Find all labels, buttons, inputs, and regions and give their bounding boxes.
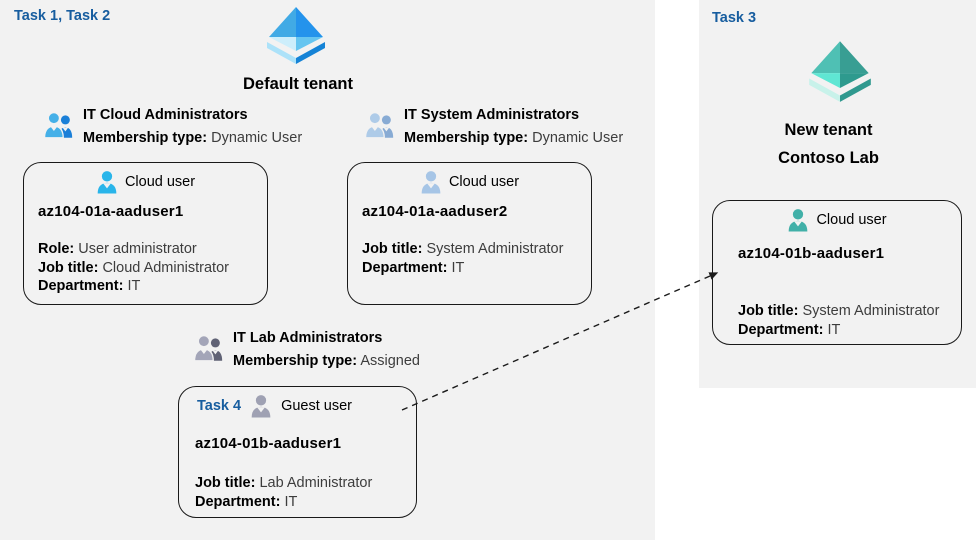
user-card-aaduser1: Cloud user az104-01a-aaduser1 Role: User… bbox=[23, 162, 268, 305]
user-name: az104-01a-aaduser1 bbox=[38, 203, 184, 220]
user-type-header: Cloud user bbox=[24, 170, 267, 194]
group-membership: Membership type: Assigned bbox=[233, 353, 420, 369]
user-type-label: Guest user bbox=[281, 398, 352, 414]
new-tenant-title-line1: New tenant bbox=[784, 121, 873, 139]
guest-user-card: Task 4 Guest user az104-01b-aaduser1 Job… bbox=[178, 386, 417, 518]
task-3-label: Task 3 bbox=[712, 10, 757, 26]
group-membership: Membership type: Dynamic User bbox=[83, 130, 303, 146]
user-type-header: Cloud user bbox=[713, 208, 961, 232]
group-icon bbox=[364, 111, 394, 139]
group-icon bbox=[43, 111, 73, 139]
user-attribute: Job title: Cloud Administrator bbox=[38, 259, 229, 276]
user-name: az104-01a-aaduser2 bbox=[362, 203, 508, 220]
group-name: IT System Administrators bbox=[404, 107, 580, 123]
group-it-cloud-administrators: IT Cloud Administrators Membership type:… bbox=[42, 105, 302, 148]
default-tenant-panel bbox=[0, 0, 655, 540]
user-attribute: Job title: Lab Administrator bbox=[195, 475, 373, 491]
task-4-label: Task 4 bbox=[197, 398, 242, 414]
group-it-lab-administrators: IT Lab Administrators Membership type: A… bbox=[192, 328, 420, 371]
task-1-2-label: Task 1, Task 2 bbox=[14, 8, 111, 24]
user-name: az104-01b-aaduser1 bbox=[195, 435, 342, 452]
user-attribute: Job title: System Administrator bbox=[362, 241, 564, 257]
user-card-aaduser2: Cloud user az104-01a-aaduser2 Job title:… bbox=[347, 162, 592, 305]
new-tenant-title: New tenant Contoso Lab bbox=[690, 116, 967, 172]
user-type-header: Cloud user bbox=[348, 170, 591, 194]
user-attribute: Department: IT bbox=[195, 493, 298, 510]
new-tenant-icon bbox=[809, 41, 871, 102]
cloud-user-icon bbox=[421, 171, 441, 194]
user-attribute: Department: IT bbox=[738, 321, 841, 338]
user-attribute: Department: IT bbox=[362, 259, 465, 276]
user-attribute: Department: IT bbox=[38, 278, 141, 294]
guest-user-icon bbox=[251, 395, 271, 418]
user-type-header: Task 4 Guest user bbox=[179, 394, 416, 418]
user-type-label: Cloud user bbox=[448, 174, 520, 190]
default-tenant-title: Default tenant bbox=[242, 75, 353, 93]
azure-ad-tenant-icon bbox=[267, 7, 325, 64]
user-type-label: Cloud user bbox=[816, 212, 887, 228]
new-tenant-user-card: Cloud user az104-01b-aaduser1 Job title:… bbox=[712, 200, 962, 345]
new-tenant-title-line2: Contoso Lab bbox=[778, 149, 879, 167]
user-attribute: Role: User administrator bbox=[38, 241, 197, 257]
group-membership: Membership type: Dynamic User bbox=[404, 130, 624, 146]
user-name: az104-01b-aaduser1 bbox=[738, 245, 885, 262]
cloud-user-icon bbox=[789, 209, 808, 232]
group-name: IT Cloud Administrators bbox=[83, 107, 248, 123]
group-name: IT Lab Administrators bbox=[233, 330, 383, 346]
user-attribute: Job title: System Administrator bbox=[738, 303, 940, 319]
cloud-user-icon bbox=[97, 171, 117, 194]
group-it-system-administrators: IT System Administrators Membership type… bbox=[363, 105, 623, 148]
user-type-label: Cloud user bbox=[124, 174, 196, 190]
group-icon bbox=[193, 334, 223, 362]
